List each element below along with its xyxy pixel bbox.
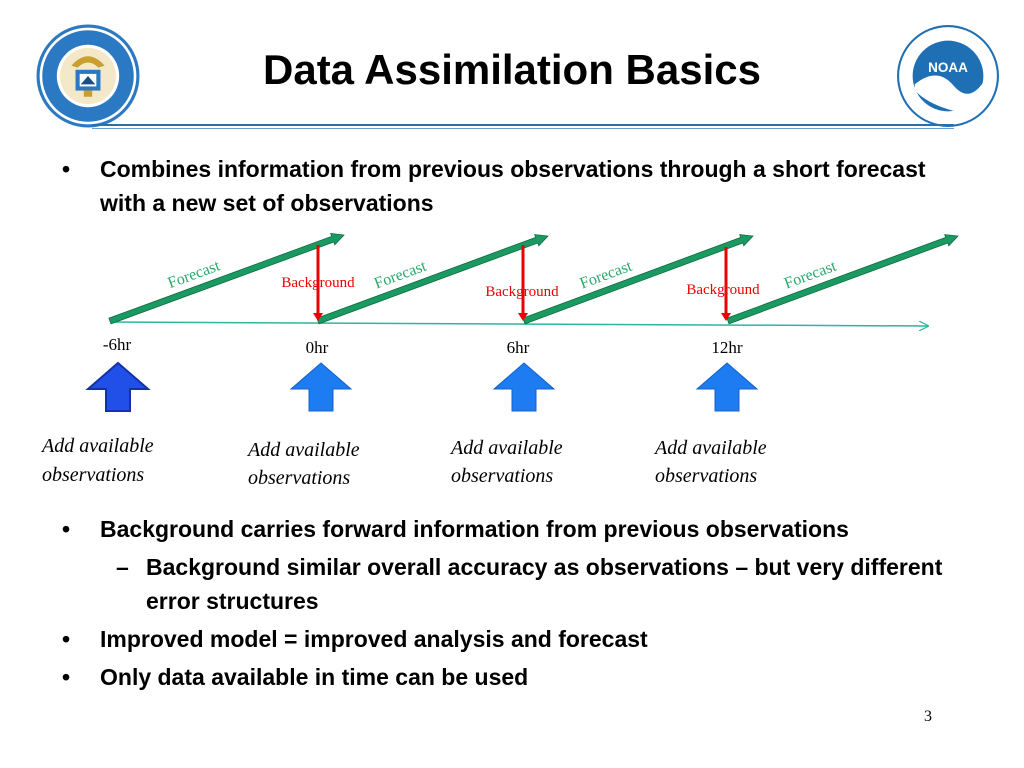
- time-label: 6hr: [507, 338, 530, 357]
- bullet-marker: •: [62, 626, 71, 652]
- observation-up-arrow-icon: [492, 362, 556, 412]
- observation-label-line2: observations: [248, 467, 350, 489]
- page-title: Data Assimilation Basics: [263, 46, 761, 93]
- bullets-top: • Combines information from previous obse…: [58, 152, 958, 224]
- time-label: -6hr: [103, 335, 132, 354]
- bullet-text: Background carries forward information f…: [100, 516, 849, 542]
- forecast-arrow-body: [108, 233, 345, 325]
- bullet-text: Combines information from previous obser…: [100, 156, 926, 216]
- background-label: Background: [485, 284, 559, 300]
- time-label: 0hr: [306, 338, 329, 357]
- observation-label-line2: observations: [655, 465, 757, 487]
- title-underline-thin: [92, 128, 954, 129]
- bullet-text: Improved model = improved analysis and f…: [100, 626, 648, 652]
- bullet-marker: •: [62, 516, 71, 542]
- background-arrowhead: [518, 313, 528, 321]
- forecast-arrow: Forecast: [726, 234, 959, 325]
- page-number: 3: [924, 708, 932, 725]
- observation-label-line1: Add available: [40, 435, 154, 457]
- noaa-logo-text: NOAA: [928, 60, 968, 75]
- bullet-marker: •: [62, 156, 71, 182]
- time-label: 12hr: [711, 338, 743, 357]
- background-arrowhead: [721, 313, 731, 321]
- timeline-axis: [111, 322, 928, 326]
- observation-label-line1: Add available: [449, 437, 563, 459]
- background-arrowhead: [313, 313, 323, 321]
- bullets-bottom: • Background carries forward information …: [58, 512, 958, 698]
- observation-label-line1: Add available: [246, 439, 360, 461]
- bullet-item: • Improved model = improved analysis and …: [58, 622, 958, 656]
- observation-label-line2: observations: [42, 464, 144, 486]
- bullet-marker: –: [116, 554, 129, 580]
- forecast-arrow-body: [316, 234, 549, 325]
- observation-label-line2: observations: [451, 465, 553, 487]
- observation-up-arrow-icon: [289, 362, 353, 412]
- sub-bullet-item: –Background similar overall accuracy as …: [58, 550, 958, 618]
- forecast-arrow-body: [522, 234, 754, 325]
- department-of-commerce-seal: [36, 24, 140, 128]
- forecast-arrow-body: [726, 234, 959, 325]
- bullet-item: • Only data available in time can be used: [58, 660, 958, 694]
- bullet-text: Only data available in time can be used: [100, 664, 529, 690]
- title-underline: [92, 124, 954, 126]
- bullet-text: Background similar overall accuracy as o…: [146, 554, 943, 614]
- bullet-item: • Background carries forward information …: [58, 512, 958, 546]
- background-label: Background: [281, 275, 355, 291]
- bullet-item: • Combines information from previous obse…: [58, 152, 958, 220]
- background-label: Background: [686, 282, 760, 298]
- observation-label-line1: Add available: [653, 437, 767, 459]
- observation-up-arrow-icon: [695, 362, 759, 412]
- observation-up-arrow-icon: [85, 361, 151, 412]
- forecast-arrow: Forecast: [522, 234, 754, 325]
- noaa-logo: NOAA: [897, 25, 999, 127]
- bullet-marker: •: [62, 664, 71, 690]
